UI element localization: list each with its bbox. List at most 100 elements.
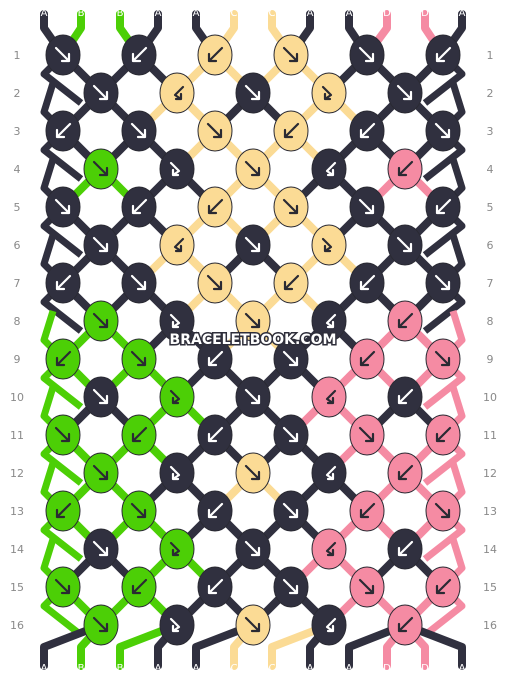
arrow-down-left-icon bbox=[55, 502, 72, 519]
knot bbox=[349, 566, 385, 608]
arrow-down-left-icon bbox=[325, 313, 337, 329]
knot bbox=[311, 300, 347, 342]
knot bbox=[45, 490, 81, 532]
arrow-down-right-icon bbox=[244, 160, 261, 177]
row-number: 4 bbox=[487, 163, 494, 176]
arrow-down-left-icon bbox=[435, 426, 452, 443]
arrow-down-right-icon bbox=[434, 274, 451, 291]
knot bbox=[121, 186, 157, 228]
string-label: D bbox=[383, 663, 391, 674]
arrow-down-right-icon bbox=[54, 46, 71, 63]
knot bbox=[311, 72, 347, 114]
knot bbox=[311, 148, 347, 190]
knot bbox=[349, 338, 385, 380]
arrow-down-left-icon bbox=[359, 274, 376, 291]
arrow-down-left-icon bbox=[131, 578, 148, 595]
knot bbox=[121, 262, 157, 304]
arrow-down-right-icon bbox=[169, 465, 181, 481]
string-label: B bbox=[117, 663, 124, 674]
knot bbox=[235, 604, 271, 646]
knot bbox=[349, 414, 385, 456]
knot bbox=[273, 414, 309, 456]
string-label: A bbox=[307, 8, 314, 19]
knot bbox=[235, 452, 271, 494]
string-label: C bbox=[231, 8, 238, 19]
arrow-down-right-icon bbox=[244, 464, 261, 481]
row-number: 9 bbox=[14, 353, 21, 366]
arrow-down-left-icon bbox=[131, 426, 148, 443]
row-number: 2 bbox=[487, 87, 494, 100]
row-number: 15 bbox=[483, 581, 497, 594]
arrow-down-right-icon bbox=[92, 236, 109, 253]
knot bbox=[311, 528, 347, 570]
knot bbox=[159, 300, 195, 342]
arrow-down-right-icon bbox=[92, 540, 109, 557]
arrow-down-left-icon bbox=[283, 274, 300, 291]
bottom-thread bbox=[345, 621, 409, 670]
knot bbox=[235, 300, 271, 342]
arrow-down-right-icon bbox=[54, 426, 71, 443]
arrow-down-right-icon bbox=[130, 350, 147, 367]
string-label: B bbox=[78, 8, 85, 19]
knot bbox=[425, 262, 461, 304]
knot bbox=[425, 414, 461, 456]
string-label: B bbox=[78, 663, 85, 674]
arrow-down-right-icon bbox=[130, 502, 147, 519]
arrow-down-right-icon bbox=[358, 46, 375, 63]
row-number: 13 bbox=[483, 505, 497, 518]
row-number: 14 bbox=[10, 543, 24, 556]
knot bbox=[273, 34, 309, 76]
knot bbox=[425, 34, 461, 76]
row-number: 9 bbox=[487, 353, 494, 366]
arrow-down-right-icon bbox=[244, 616, 261, 633]
knot bbox=[349, 34, 385, 76]
knot bbox=[197, 338, 233, 380]
string-label: A bbox=[155, 663, 162, 674]
knot bbox=[273, 110, 309, 152]
knot bbox=[387, 148, 423, 190]
arrow-down-right-icon bbox=[282, 578, 299, 595]
arrow-down-right-icon bbox=[54, 198, 71, 215]
string-label: A bbox=[41, 663, 48, 674]
arrow-down-right-icon bbox=[358, 198, 375, 215]
string-label: D bbox=[421, 663, 429, 674]
knot bbox=[83, 604, 119, 646]
arrow-down-left-icon bbox=[55, 350, 72, 367]
knot bbox=[387, 300, 423, 342]
string-label: A bbox=[459, 8, 466, 19]
knot bbox=[349, 110, 385, 152]
knot bbox=[311, 376, 347, 418]
knot bbox=[121, 414, 157, 456]
knot bbox=[197, 34, 233, 76]
arrow-down-right-icon bbox=[92, 84, 109, 101]
row-number: 8 bbox=[487, 315, 494, 328]
knot bbox=[235, 148, 271, 190]
string-label: A bbox=[307, 663, 314, 674]
arrow-down-left-icon bbox=[397, 616, 414, 633]
arrow-down-right-icon bbox=[358, 426, 375, 443]
string-label: A bbox=[193, 8, 200, 19]
knot bbox=[387, 224, 423, 266]
row-number: 7 bbox=[14, 277, 21, 290]
row-number: 7 bbox=[487, 277, 494, 290]
arrow-down-right-icon bbox=[244, 312, 261, 329]
string-label: A bbox=[155, 8, 162, 19]
arrow-down-left-icon bbox=[397, 160, 414, 177]
arrow-down-right-icon bbox=[169, 617, 181, 633]
row-number: 16 bbox=[483, 619, 497, 632]
knot bbox=[349, 186, 385, 228]
knot bbox=[387, 72, 423, 114]
row-number: 11 bbox=[483, 429, 497, 442]
arrow-down-right-icon bbox=[321, 237, 333, 253]
row-number: 1 bbox=[487, 49, 494, 62]
arrow-down-left-icon bbox=[359, 122, 376, 139]
knot bbox=[387, 376, 423, 418]
row-number: 16 bbox=[10, 619, 24, 632]
knot bbox=[45, 338, 81, 380]
knot bbox=[83, 224, 119, 266]
arrow-down-left-icon bbox=[325, 161, 337, 177]
arrow-down-right-icon bbox=[206, 274, 223, 291]
knot bbox=[159, 224, 195, 266]
